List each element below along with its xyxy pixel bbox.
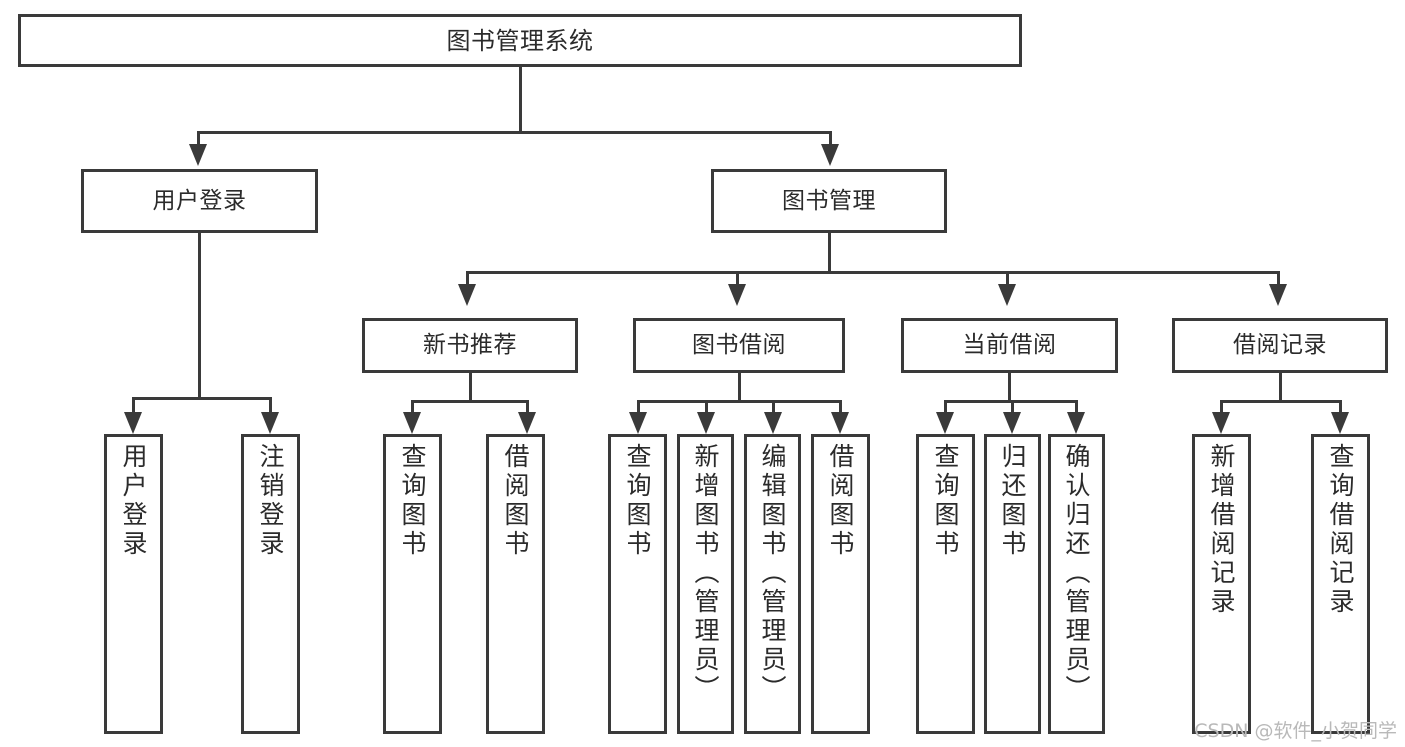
arrowhead-book-borrow-4 xyxy=(831,412,849,434)
leaf-book-borrow-borrow[interactable]: 借阅图书 xyxy=(811,434,870,734)
leaf-current-borrow-return[interactable]: 归还图书 xyxy=(984,434,1041,734)
node-label: 用户登录 xyxy=(152,187,247,214)
connector-level3-drop-4 xyxy=(1277,271,1280,285)
node-label: 查询图书 xyxy=(623,443,652,559)
connector-level2-drop-1 xyxy=(197,131,200,145)
node-label: 图书借阅 xyxy=(692,332,786,359)
connector-current-borrow-drop-3 xyxy=(1075,400,1078,413)
node-label: 归还图书 xyxy=(998,443,1027,559)
connector-book-borrow-bus xyxy=(637,400,842,403)
connector-level3-drop-3 xyxy=(1006,271,1009,285)
connector-level2-drop-2 xyxy=(829,131,832,145)
node-label: 新书推荐 xyxy=(423,332,517,359)
arrowhead-user-login-1 xyxy=(124,412,142,434)
arrowhead-level3-1 xyxy=(458,284,476,306)
node-current-borrow[interactable]: 当前借阅 xyxy=(901,318,1118,373)
arrowhead-book-borrow-2 xyxy=(697,412,715,434)
connector-borrow-record-stem xyxy=(1279,373,1282,402)
arrowhead-level3-4 xyxy=(1269,284,1287,306)
watermark: CSDN @软件_小贺同学 xyxy=(1194,720,1397,742)
node-label: 当前借阅 xyxy=(962,332,1057,359)
arrowhead-book-borrow-1 xyxy=(629,412,647,434)
connector-user-login-stem xyxy=(198,233,201,399)
node-label: 图书管理 xyxy=(782,187,876,214)
arrowhead-level3-2 xyxy=(728,284,746,306)
arrowhead-borrow-record-2 xyxy=(1331,412,1349,434)
connector-new-book-drop-2 xyxy=(526,400,529,413)
connector-new-book-bus xyxy=(411,400,529,403)
node-label: 借阅图书 xyxy=(501,443,530,559)
node-label: 借阅记录 xyxy=(1233,332,1327,359)
leaf-borrow-record-query[interactable]: 查询借阅记录 xyxy=(1311,434,1370,734)
leaf-book-borrow-query[interactable]: 查询图书 xyxy=(608,434,667,734)
arrowhead-current-borrow-1 xyxy=(936,412,954,434)
connector-level3-drop-1 xyxy=(466,271,469,285)
node-root-book-management-system[interactable]: 图书管理系统 xyxy=(18,14,1022,67)
node-user-login[interactable]: 用户登录 xyxy=(81,169,318,233)
node-label: 注销登录 xyxy=(256,443,285,559)
connector-current-borrow-drop-1 xyxy=(944,400,947,413)
connector-level3-bus xyxy=(466,271,1280,274)
connector-borrow-record-drop-1 xyxy=(1220,400,1223,413)
leaf-new-book-borrow[interactable]: 借阅图书 xyxy=(486,434,545,734)
node-label: 确认归还（管理员） xyxy=(1062,443,1091,704)
node-label: 查询借阅记录 xyxy=(1326,443,1355,617)
connector-book-management-stem xyxy=(828,233,831,273)
arrowhead-borrow-record-1 xyxy=(1212,412,1230,434)
arrowhead-new-book-1 xyxy=(403,412,421,434)
connector-user-login-bus xyxy=(132,397,272,400)
arrowhead-level3-3 xyxy=(998,284,1016,306)
node-label: 图书管理系统 xyxy=(446,26,594,55)
connector-book-borrow-drop-4 xyxy=(839,400,842,413)
node-book-management[interactable]: 图书管理 xyxy=(711,169,947,233)
connector-user-login-drop-1 xyxy=(132,397,135,413)
connector-user-login-drop-2 xyxy=(269,397,272,413)
node-new-book-recommend[interactable]: 新书推荐 xyxy=(362,318,578,373)
leaf-current-borrow-query[interactable]: 查询图书 xyxy=(916,434,975,734)
connector-book-borrow-stem xyxy=(738,373,741,402)
node-borrow-record[interactable]: 借阅记录 xyxy=(1172,318,1388,373)
connector-new-book-stem xyxy=(469,373,472,402)
connector-book-borrow-drop-2 xyxy=(705,400,708,413)
connector-book-borrow-drop-1 xyxy=(637,400,640,413)
arrowhead-level2-1 xyxy=(189,144,207,166)
connector-current-borrow-drop-2 xyxy=(1011,400,1014,413)
connector-borrow-record-drop-2 xyxy=(1339,400,1342,413)
leaf-book-borrow-edit[interactable]: 编辑图书（管理员） xyxy=(744,434,801,734)
leaf-book-borrow-add[interactable]: 新增图书（管理员） xyxy=(677,434,734,734)
arrowhead-new-book-2 xyxy=(518,412,536,434)
arrowhead-current-borrow-3 xyxy=(1067,412,1085,434)
connector-root-stem xyxy=(519,67,522,133)
leaf-current-borrow-confirm-return[interactable]: 确认归还（管理员） xyxy=(1048,434,1105,734)
node-label: 查询图书 xyxy=(398,443,427,559)
connector-borrow-record-bus xyxy=(1220,400,1342,403)
node-label: 借阅图书 xyxy=(826,443,855,559)
arrowhead-current-borrow-2 xyxy=(1003,412,1021,434)
connector-level2-bus xyxy=(197,131,832,134)
arrowhead-level2-2 xyxy=(821,144,839,166)
connector-book-borrow-drop-3 xyxy=(772,400,775,413)
arrowhead-book-borrow-3 xyxy=(764,412,782,434)
connector-new-book-drop-1 xyxy=(411,400,414,413)
arrowhead-user-login-2 xyxy=(261,412,279,434)
node-label: 用户登录 xyxy=(119,443,148,559)
node-label: 新增借阅记录 xyxy=(1207,443,1236,617)
node-label: 查询图书 xyxy=(931,443,960,559)
connector-current-borrow-stem xyxy=(1008,373,1011,402)
node-label: 编辑图书（管理员） xyxy=(758,443,787,704)
node-label: 新增图书（管理员） xyxy=(691,443,720,704)
leaf-user-login-logout[interactable]: 注销登录 xyxy=(241,434,300,734)
leaf-borrow-record-add[interactable]: 新增借阅记录 xyxy=(1192,434,1251,734)
leaf-user-login-login[interactable]: 用户登录 xyxy=(104,434,163,734)
leaf-new-book-query[interactable]: 查询图书 xyxy=(383,434,442,734)
node-book-borrow[interactable]: 图书借阅 xyxy=(633,318,845,373)
connector-level3-drop-2 xyxy=(736,271,739,285)
